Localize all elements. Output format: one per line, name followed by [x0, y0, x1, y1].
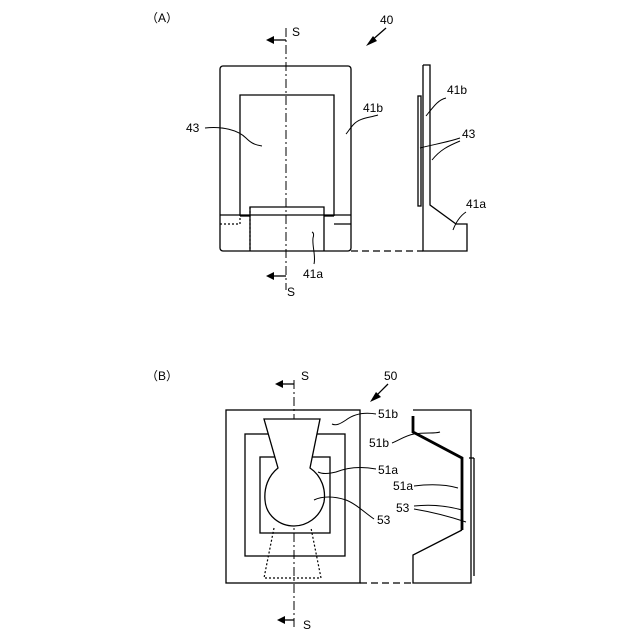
figure-a-section-label-bottom: S [287, 285, 295, 299]
figure-b-label-51b-front: 51b [378, 407, 398, 421]
figure-a: （A） 40 S S [146, 11, 486, 299]
figure-a-label-43-side: 43 [462, 127, 476, 141]
figure-b: （B） 50 S S 51b 51a 53 [146, 369, 474, 632]
figure-b-panel-label: （B） [146, 369, 178, 383]
front-inner-opening [240, 95, 334, 216]
figure-b-ref-number: 50 [384, 369, 398, 383]
b-funnel-shape [264, 419, 324, 526]
figure-a-section-label-top: S [292, 25, 300, 39]
figure-a-label-43-front: 43 [186, 121, 200, 135]
figure-b-side-view [413, 410, 474, 583]
figure-b-label-53-front: 53 [377, 513, 391, 527]
figure-b-section-label-bottom: S [303, 618, 311, 632]
figure-b-label-51b-side: 51b [369, 436, 389, 450]
figure-b-ref-arrow [370, 384, 388, 402]
figure-a-label-41a-front: 41a [303, 267, 323, 281]
figure-b-label-51a-front: 51a [378, 463, 398, 477]
figure-a-label-41b-front: 41b [363, 101, 383, 115]
figure-a-ref-number: 40 [380, 13, 394, 27]
figure-b-front-view [226, 410, 360, 583]
figure-a-ref-arrow [366, 28, 386, 46]
figure-b-label-51a-side: 51a [393, 479, 413, 493]
side-thin-plate [418, 96, 421, 206]
figure-a-panel-label: （A） [146, 11, 178, 25]
b-hidden-taper [264, 528, 321, 578]
figure-b-section-label-top: S [301, 369, 309, 383]
figure-a-label-41b-side: 41b [447, 83, 467, 97]
figure-b-label-53-side: 53 [396, 501, 410, 515]
figure-a-label-41a-side: 41a [466, 197, 486, 211]
